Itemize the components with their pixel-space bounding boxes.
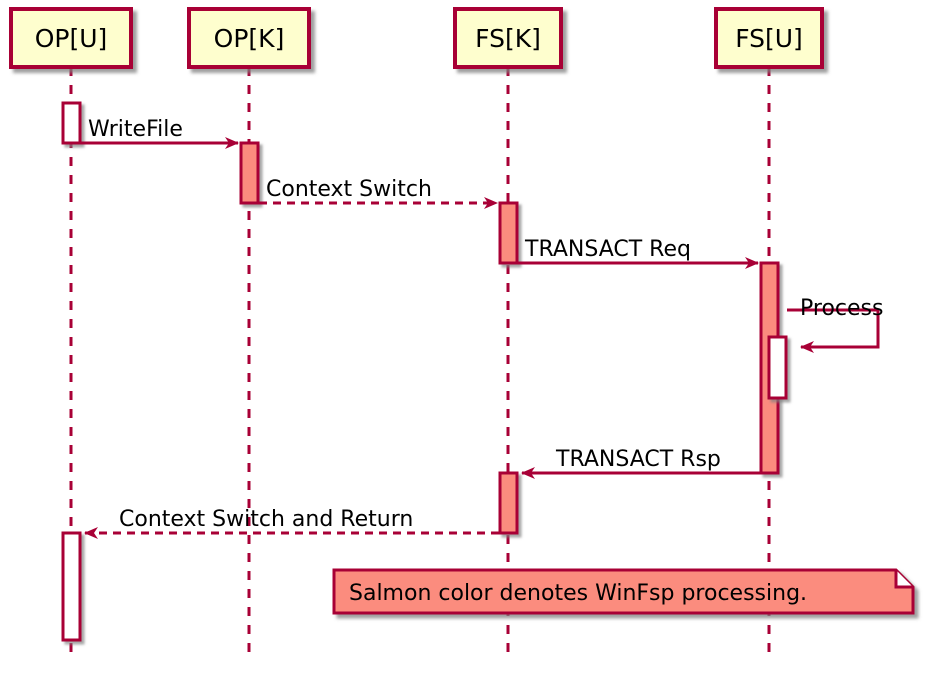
message-process-self[interactable]: Process [787, 296, 883, 353]
message-transact-rsp[interactable]: TRANSACT Rsp [521, 447, 760, 479]
activation-bars [61, 101, 788, 642]
participant-label: OP[K] [214, 24, 285, 53]
activation-fs-u-nested [767, 335, 788, 400]
participant-box [9, 7, 133, 69]
note-shape [332, 568, 915, 615]
note-text: Salmon color denotes WinFsp processing. [349, 581, 807, 606]
message-label: TRANSACT Req [524, 237, 691, 262]
participant-label: FS[U] [735, 24, 803, 53]
message-context-switch[interactable]: Context Switch [259, 177, 498, 209]
activation-op-u-1 [61, 101, 82, 145]
message-writefile[interactable]: WriteFile [81, 117, 239, 149]
message-label: Process [800, 296, 883, 321]
message-label: Context Switch [266, 177, 432, 202]
participant-fs-k[interactable]: FS[K] [453, 7, 563, 69]
message-label: Context Switch and Return [119, 507, 413, 532]
note-folded-corner-icon [894, 570, 913, 589]
message-transact-req[interactable]: TRANSACT Req [518, 237, 759, 269]
participant-label: OP[U] [35, 24, 108, 53]
participant-box [187, 7, 311, 69]
activation-fs-k-1 [498, 201, 519, 265]
participant-op-u[interactable]: OP[U] [9, 7, 133, 69]
message-label: TRANSACT Rsp [555, 447, 721, 472]
self-message-path [787, 308, 880, 353]
participant-fs-u[interactable]: FS[U] [714, 7, 824, 69]
participant-op-k[interactable]: OP[K] [187, 7, 311, 69]
participant-label: FS[K] [475, 24, 541, 53]
participant-box [453, 7, 563, 69]
message-context-switch-and-return[interactable]: Context Switch and Return [84, 507, 499, 539]
activation-op-u-2 [61, 531, 82, 642]
message-label: WriteFile [88, 117, 183, 142]
note-salmon-legend[interactable]: Salmon color denotes WinFsp processing. [332, 568, 915, 615]
activation-op-k-1 [239, 141, 260, 205]
participant-box [714, 7, 824, 69]
activation-fs-k-2 [498, 471, 519, 535]
